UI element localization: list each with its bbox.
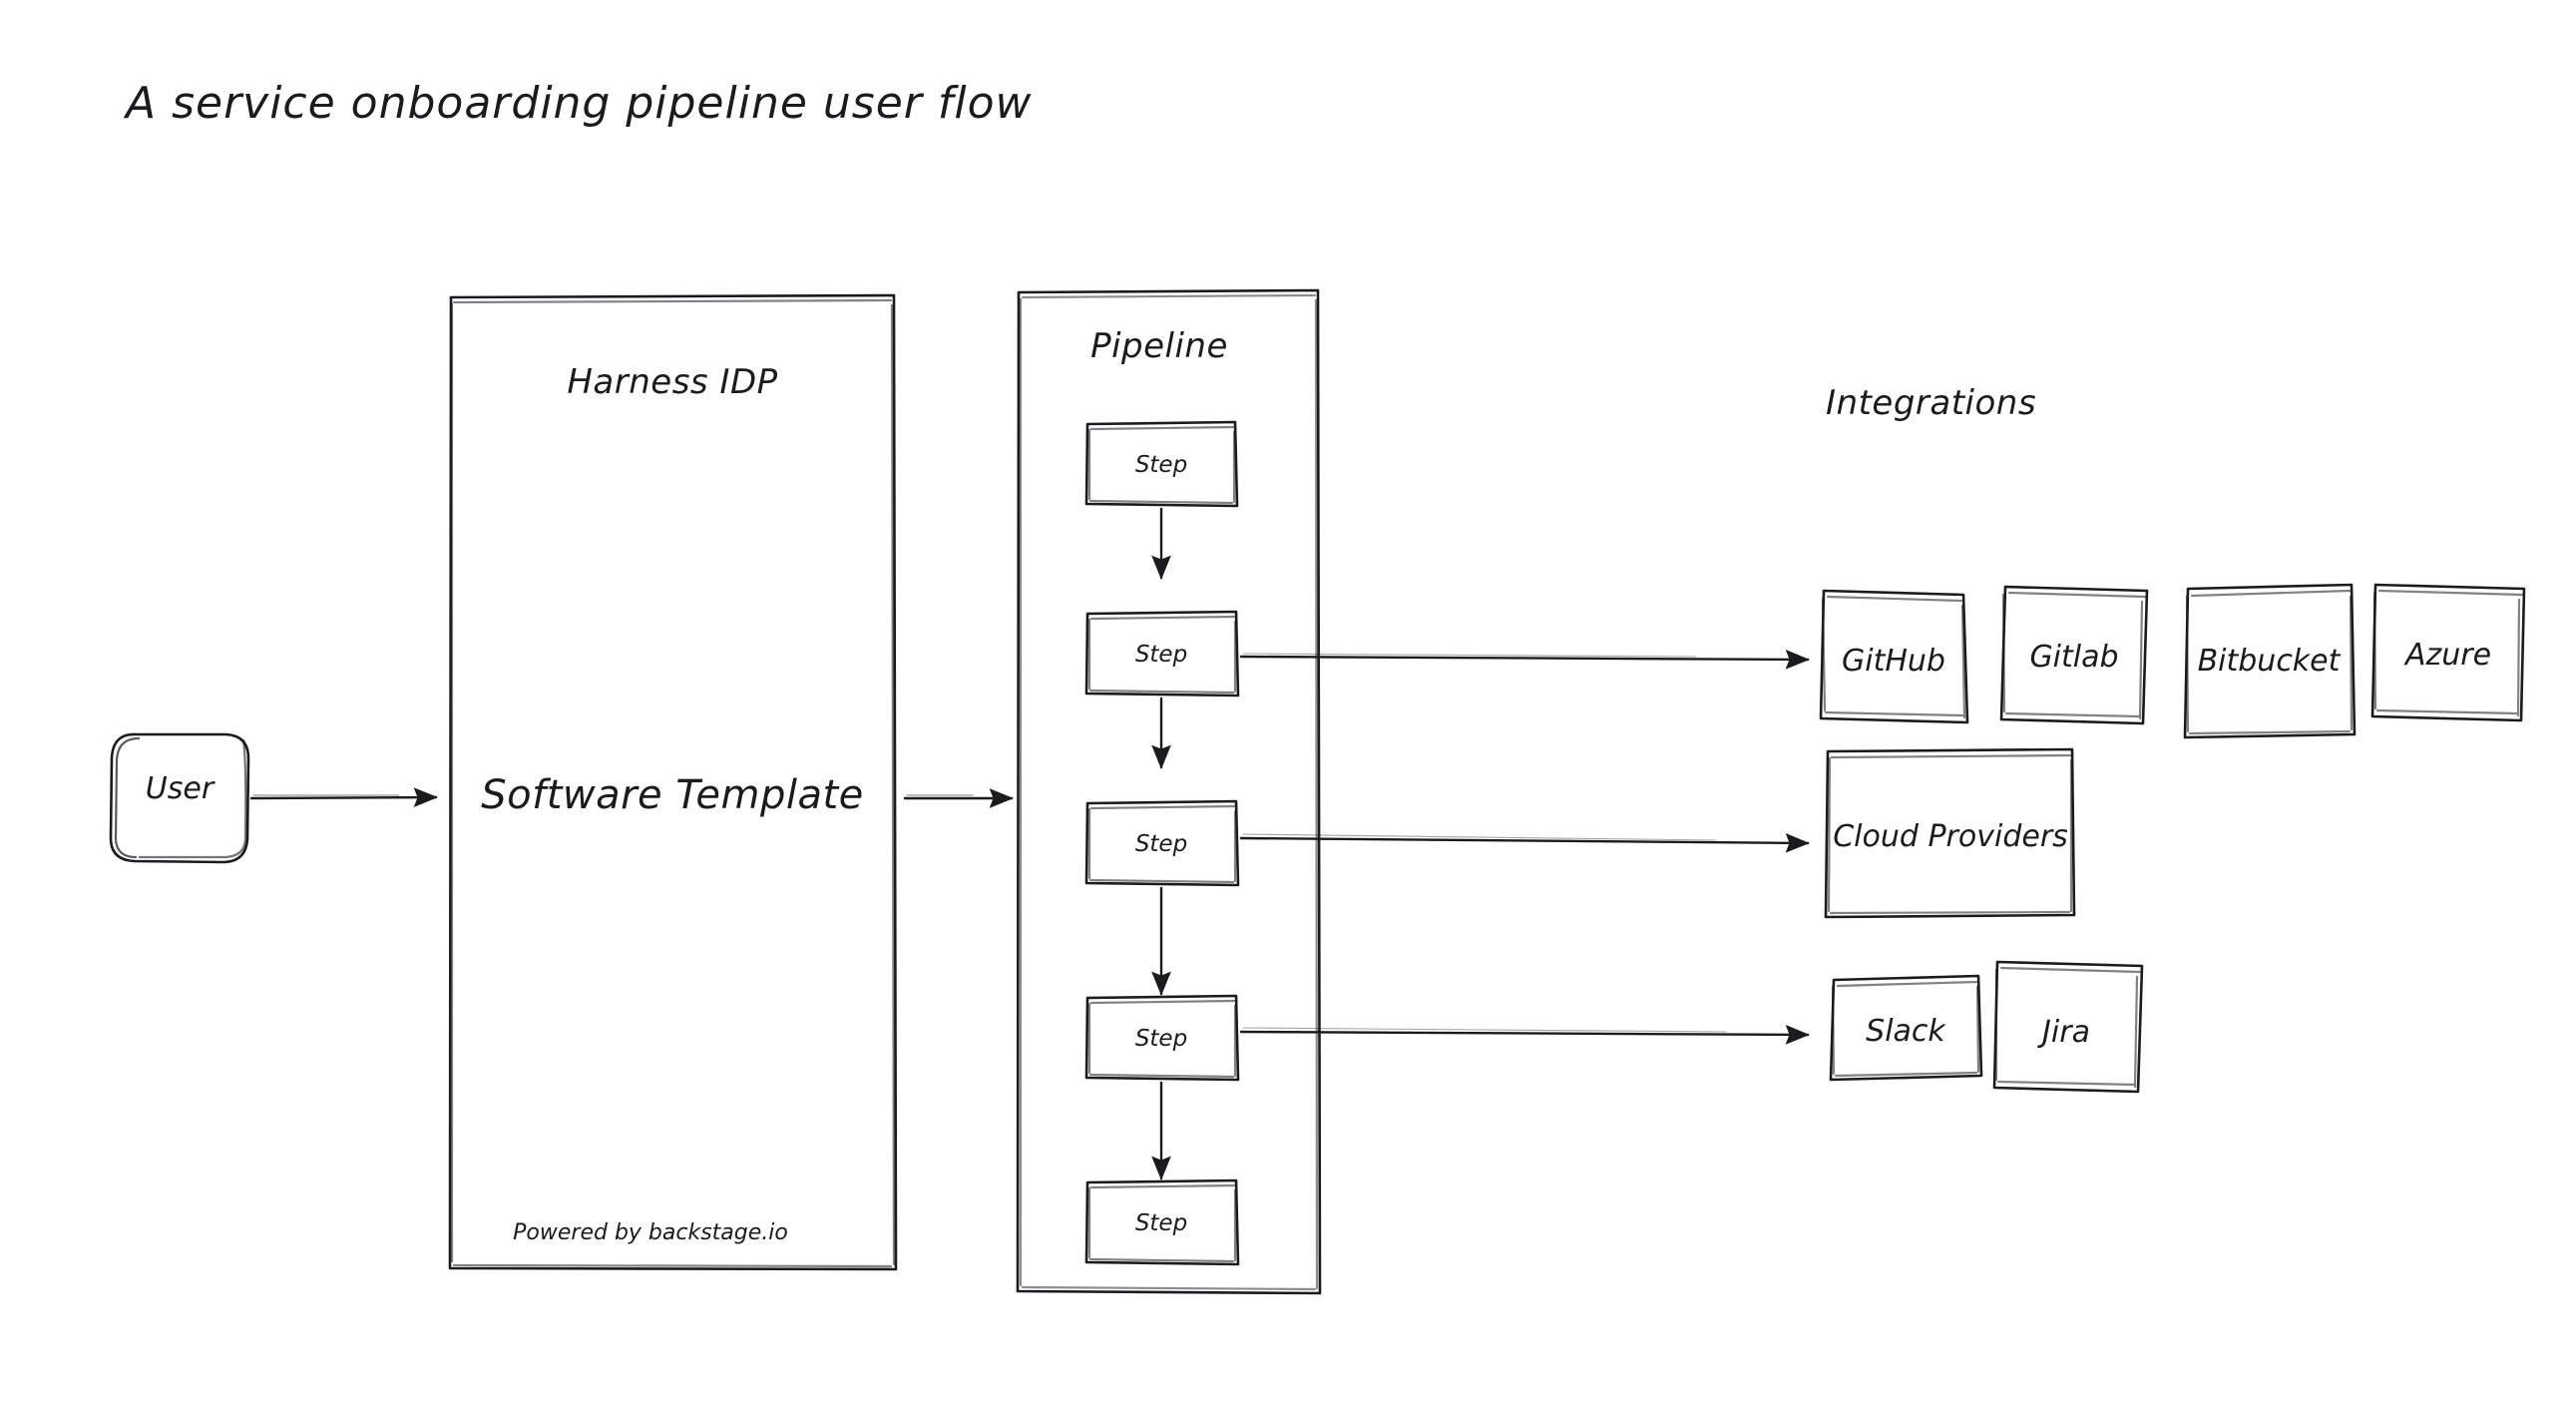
node-pipeline[interactable]: Pipeline Step Step Step Step bbox=[1016, 288, 1322, 1295]
pipeline-step-5-label: Step bbox=[1135, 1210, 1187, 1236]
edge-step4-to-slack bbox=[1239, 1025, 1810, 1045]
integration-cloud-providers[interactable]: Cloud Providers bbox=[1824, 747, 2076, 919]
edge-user-to-harness bbox=[249, 787, 438, 807]
integration-bitbucket-label: Bitbucket bbox=[2198, 644, 2342, 679]
pipeline-step-2-label: Step bbox=[1135, 642, 1187, 668]
integration-gitlab-label: Gitlab bbox=[2029, 640, 2118, 675]
pipeline-step-1[interactable]: Step bbox=[1084, 420, 1239, 508]
software-template-label: Software Template bbox=[481, 772, 864, 818]
integration-slack-label: Slack bbox=[1866, 1014, 1946, 1049]
pipeline-step-1-label: Step bbox=[1135, 452, 1187, 478]
pipeline-step-4-label: Step bbox=[1135, 1026, 1187, 1052]
integration-gitlab[interactable]: Gitlab bbox=[1999, 585, 2149, 725]
integration-jira-label: Jira bbox=[2037, 1015, 2090, 1050]
pipeline-step-5[interactable]: Step bbox=[1084, 1178, 1240, 1266]
integrations-title: Integrations bbox=[1826, 383, 2036, 423]
edge-step2-to-github bbox=[1239, 650, 1810, 670]
integration-jira[interactable]: Jira bbox=[1992, 960, 2144, 1094]
integration-cloud-providers-label: Cloud Providers bbox=[1833, 819, 2068, 854]
edge-step3-to-cloud-providers bbox=[1239, 832, 1810, 853]
powered-by-label: Powered by backstage.io bbox=[513, 1220, 788, 1245]
node-harness-idp[interactable]: Harness IDP Software Template Powered by… bbox=[448, 293, 898, 1271]
integration-slack[interactable]: Slack bbox=[1829, 974, 1983, 1082]
node-harness-idp-title: Harness IDP bbox=[567, 362, 777, 402]
pipeline-step-2[interactable]: Step bbox=[1084, 610, 1240, 698]
integration-github-label: GitHub bbox=[1842, 644, 1945, 679]
pipeline-step-3-label: Step bbox=[1135, 831, 1187, 857]
integration-azure[interactable]: Azure bbox=[2370, 583, 2526, 722]
pipeline-step-4[interactable]: Step bbox=[1084, 994, 1240, 1082]
node-user-label: User bbox=[146, 771, 215, 806]
integration-azure-label: Azure bbox=[2403, 638, 2491, 673]
node-pipeline-title: Pipeline bbox=[1090, 326, 1228, 366]
edge-harness-to-pipeline bbox=[903, 788, 1014, 808]
node-user[interactable]: User bbox=[109, 732, 250, 864]
integration-bitbucket[interactable]: Bitbucket bbox=[2183, 583, 2357, 739]
page-title: A service onboarding pipeline user flow bbox=[123, 78, 1032, 129]
integration-github[interactable]: GitHub bbox=[1819, 589, 1969, 724]
pipeline-step-3[interactable]: Step bbox=[1084, 799, 1240, 887]
